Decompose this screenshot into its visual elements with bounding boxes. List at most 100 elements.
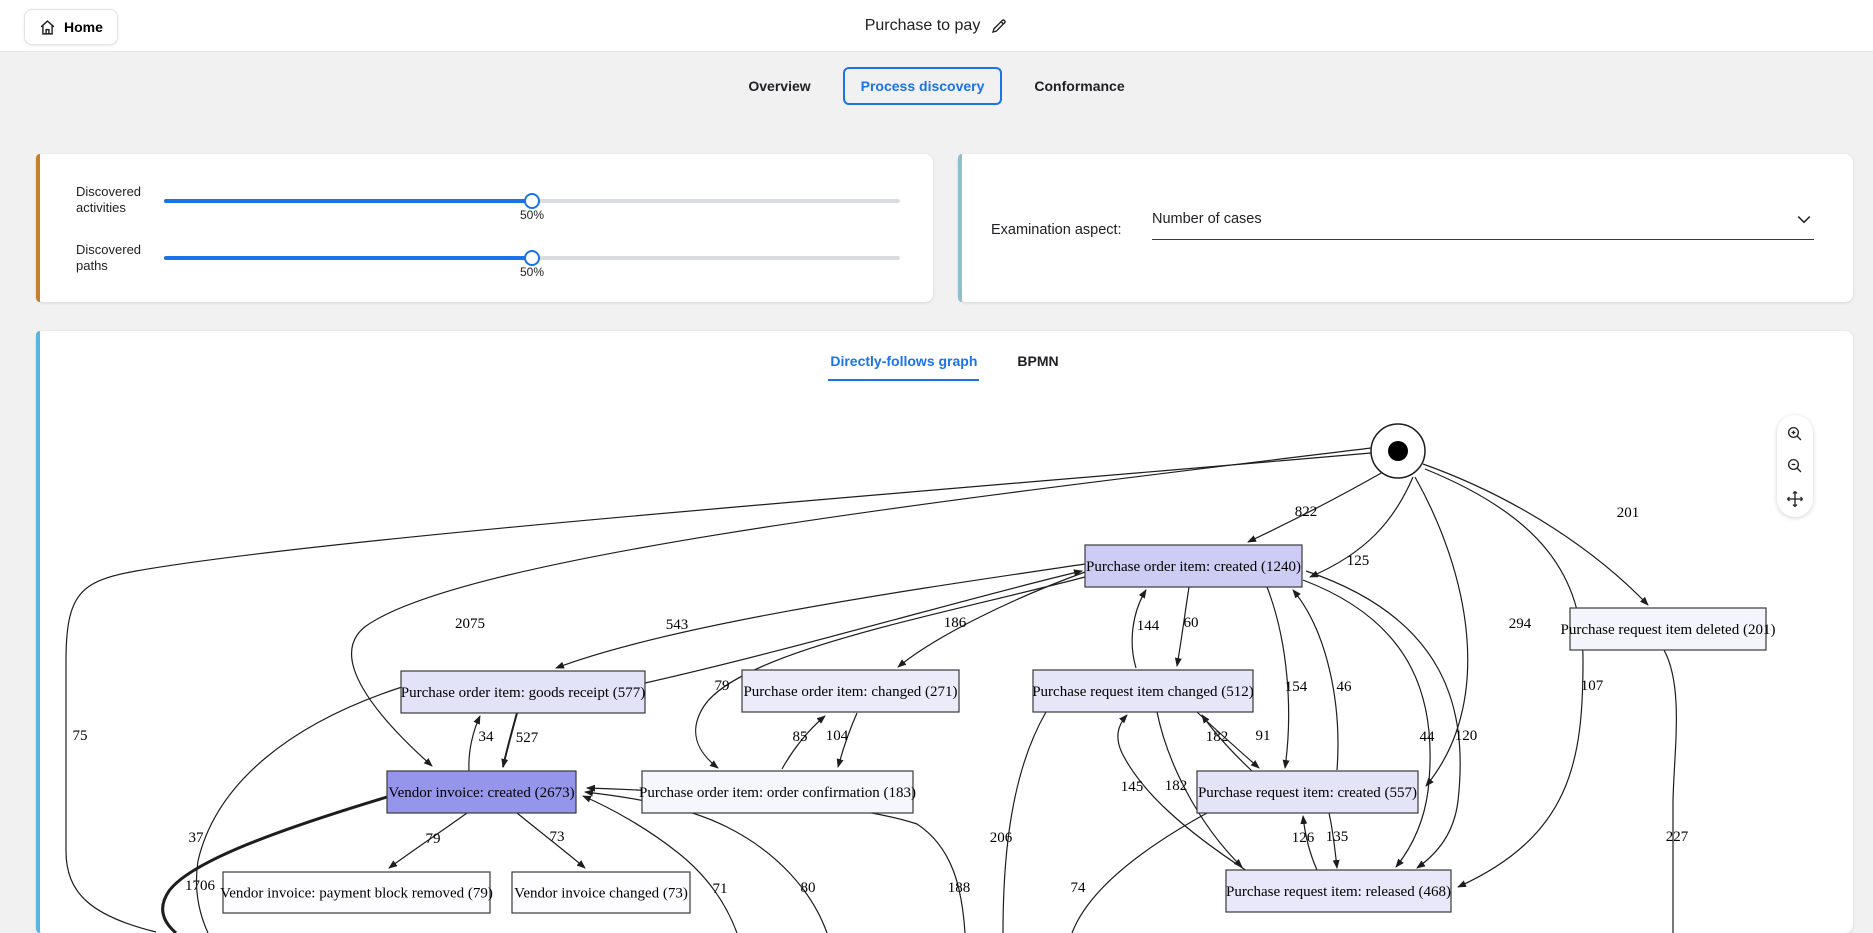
dfg-edge [1002,711,1047,933]
dfg-start-node[interactable] [1370,423,1426,479]
slider-handle[interactable] [524,250,540,266]
dfg-node-label: Purchase order item: goods receipt (577) [401,685,646,701]
dfg-edge-label: 46 [1337,679,1353,695]
dfg-edge-label: 107 [1581,678,1604,694]
dfg-edge-label: 154 [1285,679,1308,695]
dfg-node-label: Vendor invoice: created (2673) [388,785,574,801]
dfg-node-pri_created[interactable]: Purchase request item: created (557) [1196,770,1419,814]
zoom-in-button[interactable] [1781,420,1809,448]
dfg-edge-label: 85 [793,729,808,745]
dfg-edge [1328,812,1340,869]
dfg-edge [582,795,738,933]
top-bar: Home Purchase to pay [0,0,1873,52]
slider-fill [164,199,532,203]
dfg-edge-label: 60 [1184,615,1199,631]
dfg-edge-label: 34 [479,729,495,745]
dfg-edge-label: 74 [1071,880,1087,896]
dfg-edge-label: 75 [73,728,88,744]
dfg-edge [1300,815,1318,871]
dfg-edge [1302,579,1431,868]
dfg-edge [1201,714,1253,772]
pan-move-button[interactable] [1781,485,1809,513]
dfg-edge-label: 186 [944,615,967,631]
page-title: Purchase to pay [864,17,981,34]
examination-aspect-label: Examination aspect: [991,222,1122,238]
dfg-edge [555,563,1086,669]
dfg-node-label: Purchase request item: released (468) [1226,884,1451,900]
tab-conformance[interactable]: Conformance [1032,68,1126,104]
dfg-edge-label: 182 [1165,778,1188,794]
dfg-node-pri_deleted[interactable]: Purchase request item deleted (201) [1561,607,1776,651]
dfg-edge-label: 135 [1326,829,1349,845]
dfg-edge [1309,476,1414,578]
dfg-edge-label: 822 [1295,504,1318,520]
examination-aspect-value: Number of cases [1152,210,1262,227]
edit-title-button[interactable] [990,17,1008,35]
examination-aspect-card: Examination aspect: Number of cases [958,154,1853,302]
dfg-edge [897,571,1086,668]
examination-aspect-select[interactable]: Number of cases [1152,198,1814,240]
home-icon [39,19,56,36]
tab-bpmn[interactable]: BPMN [1015,347,1060,381]
home-button[interactable]: Home [24,9,118,45]
dfg-edge [1266,586,1290,769]
main-tabs: Overview Process discovery Conformance [0,52,1873,120]
dfg-edge [161,795,388,933]
dfg-node-poi_goods[interactable]: Purchase order item: goods receipt (577) [400,670,646,714]
dfg-node-label: Purchase request item deleted (201) [1561,622,1776,638]
tab-directly-follows-graph[interactable]: Directly-follows graph [828,347,980,381]
dfg-node-vi_created[interactable]: Vendor invoice: created (2673) [386,770,577,814]
dfg-edge-label: 144 [1137,618,1160,634]
dfg-edge-label: 206 [990,830,1013,846]
dfg-node-label: Vendor invoice: payment block removed (7… [220,886,493,902]
dfg-edge [501,712,518,768]
dfg-node-poi_created[interactable]: Purchase order item: created (1240) [1084,544,1303,588]
dfg-edge-label: 527 [516,730,539,746]
dfg-node-label: Purchase request item changed (512) [1032,684,1254,700]
dfg-edge [468,715,481,772]
dfg-node-vi_pbr[interactable]: Vendor invoice: payment block removed (7… [220,871,493,914]
dfg-edge [1414,476,1469,787]
discovery-settings-card: Discovered activities 50% Discovered pat… [36,154,933,302]
graph-view-tabs: Directly-follows graph BPMN [36,347,1853,381]
dfg-edge [195,686,403,933]
dfg-edge [1117,714,1248,872]
discovered-activities-label: Discovered activities [76,184,142,215]
discovered-activities-slider[interactable]: 50% [164,193,900,222]
dfg-edge [1663,649,1677,933]
slider-handle[interactable] [524,193,540,209]
dfg-edge [1071,812,1208,933]
dfg-edge-label: 37 [189,830,205,846]
dfg-edge-label: 145 [1121,779,1144,795]
dfg-edge [516,812,586,869]
dfg-edge-label: 188 [948,880,971,896]
dfg-edge-label: 294 [1509,616,1532,632]
dfg-node-label: Purchase order item: created (1240) [1086,559,1301,575]
dfg-node-pri_released[interactable]: Purchase request item: released (468) [1225,869,1452,913]
tab-overview[interactable]: Overview [746,68,812,104]
dfg-node-vi_changed[interactable]: Vendor invoice changed (73) [511,871,691,914]
slider-value: 50% [519,208,545,222]
dfg-node-poi_changed[interactable]: Purchase order item: changed (271) [741,669,960,713]
slider-value: 50% [519,265,545,279]
dfg-edge [1424,468,1584,888]
dfg-edge-label: 120 [1455,728,1478,744]
dfg-edge [1292,589,1339,771]
card-accent-stripe-blue [958,154,962,302]
pencil-icon [990,17,1008,35]
discovered-paths-slider[interactable]: 50% [164,250,900,279]
home-button-label: Home [64,19,103,35]
dfg-edge-label: 71 [713,881,728,897]
dfg-node-label: Purchase order item: changed (271) [743,684,957,700]
dfg-edge [388,812,468,869]
dfg-edge-label: 80 [801,880,816,896]
dfg-edge [351,447,1372,767]
dfg-node-poi_conf[interactable]: Purchase order item: order confirmation … [639,770,916,814]
dfg-edge [1422,463,1649,606]
dfg-edge [1305,570,1461,869]
tab-process-discovery[interactable]: Process discovery [842,67,1003,105]
zoom-out-button[interactable] [1781,452,1809,480]
dfg-node-pri_changed[interactable]: Purchase request item changed (512) [1032,669,1254,713]
